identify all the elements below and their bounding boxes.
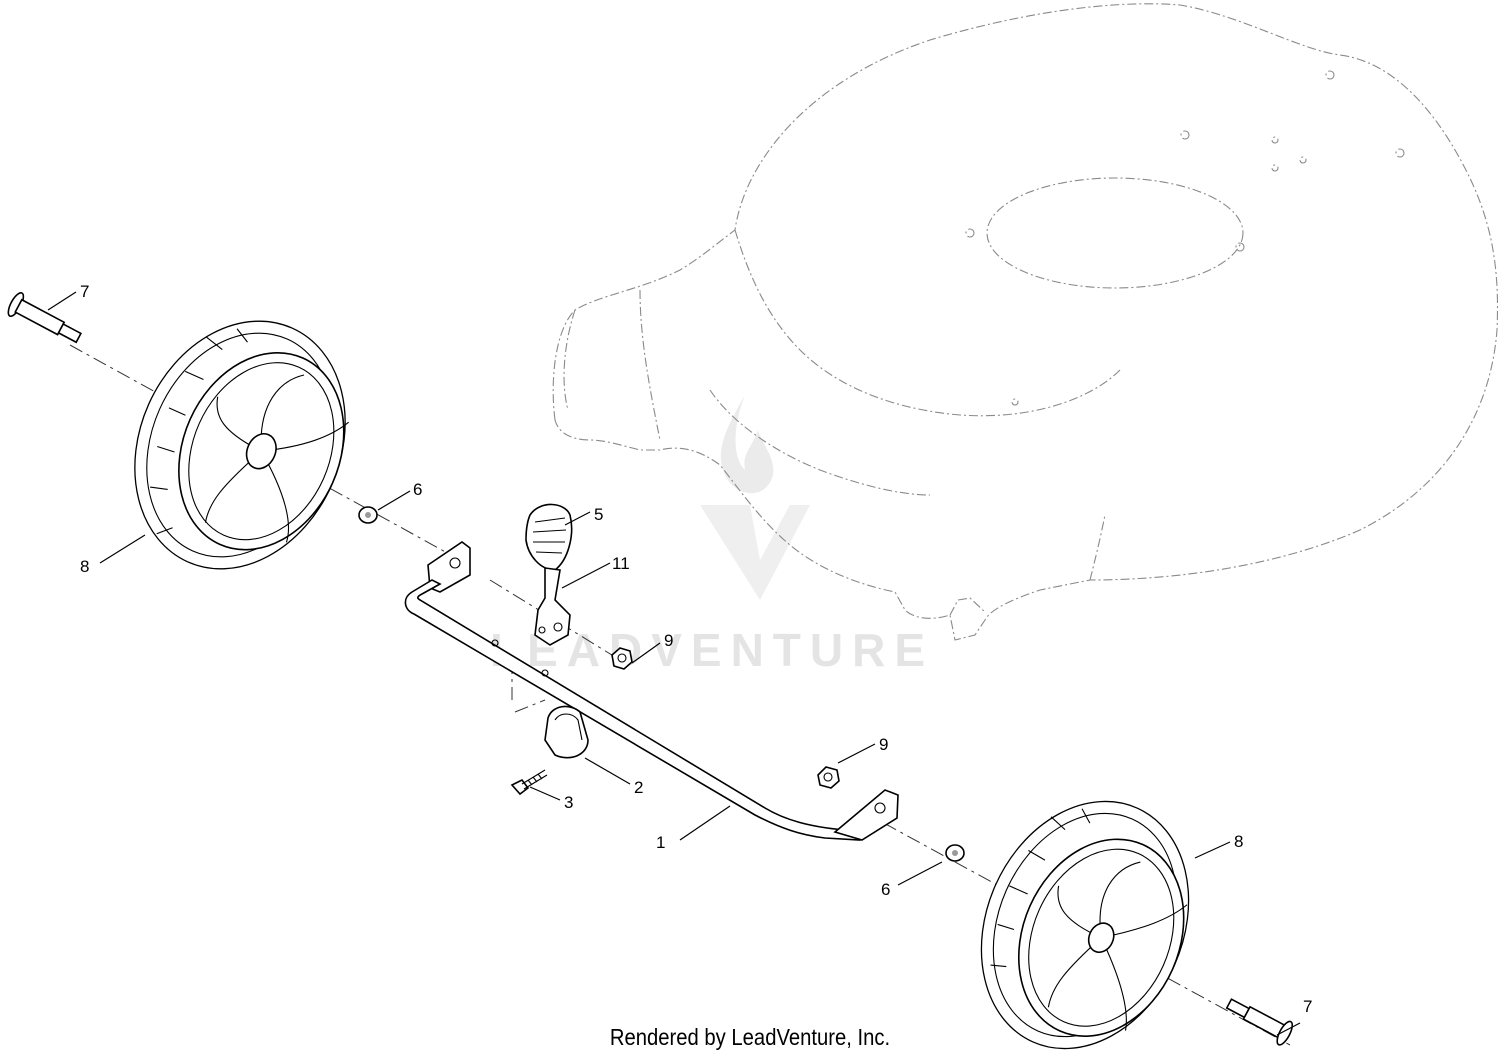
nut-lower [817,766,840,789]
callout-8-right: 8 [1234,832,1243,851]
axle-bolt-left [7,291,82,344]
height-knob [525,503,573,571]
callout-1: 1 [656,833,665,852]
height-lever [534,567,571,646]
callout-9-lower: 9 [879,735,888,754]
wheel-left [134,320,350,570]
nut-upper [611,647,633,670]
mower-deck [552,3,1499,641]
callout-6-top: 6 [413,480,422,499]
callout-11: 11 [612,554,630,573]
callout-6-lower: 6 [881,880,890,899]
leader-lines [47,291,1301,1036]
callout-7-top: 7 [80,282,89,301]
wheel-right [980,800,1190,1050]
footer-credit: Rendered by LeadVenture, Inc. [609,1024,891,1050]
height-bar [404,541,899,841]
callout-3: 3 [564,793,573,812]
callout-9-upper: 9 [664,631,673,650]
screw [510,769,548,796]
washer-upper [358,506,378,524]
callout-7-bottom: 7 [1303,997,1312,1016]
bracket [544,705,589,759]
washer-lower [945,844,965,862]
watermark-logo [700,395,810,600]
callout-2: 2 [634,778,643,797]
axle-bolt-right [1225,998,1294,1046]
callout-8-left: 8 [80,557,89,576]
callout-labels: 7 6 8 5 11 9 9 2 3 1 8 6 7 [80,282,1312,1016]
callout-5: 5 [594,505,603,524]
